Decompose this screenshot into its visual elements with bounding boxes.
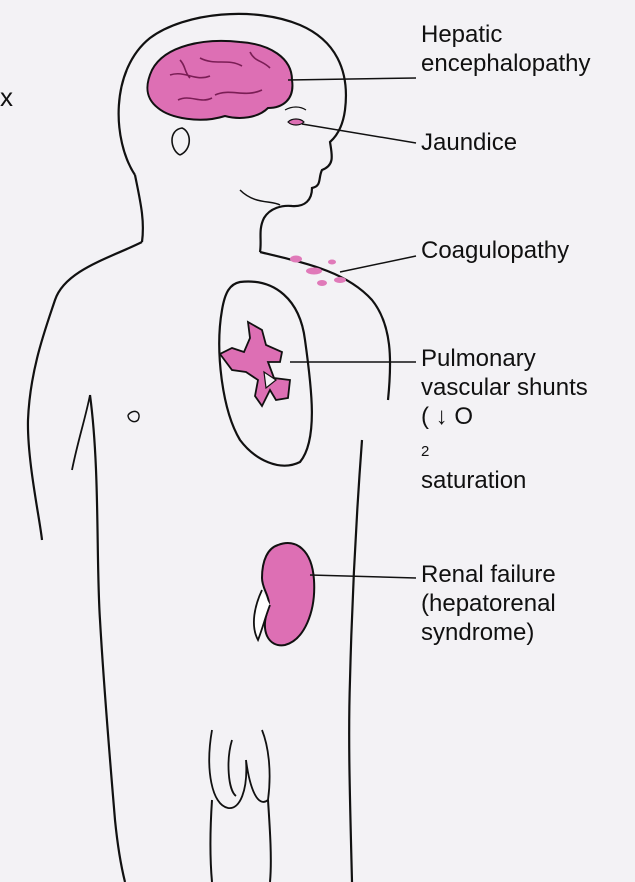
label-hepatic-encephalopathy: Hepatic encephalopathy [421, 20, 590, 78]
eye [288, 119, 304, 125]
brain [147, 41, 292, 120]
stray-x-mark: x [0, 82, 13, 113]
label-coagulopathy-text: Coagulopathy [421, 236, 569, 265]
o2-suffix: saturation [421, 466, 588, 495]
label-renal-line2: (hepatorenal [421, 589, 556, 618]
label-renal-line3: syndrome) [421, 618, 556, 647]
label-pulmonary-line2: vascular shunts [421, 373, 588, 402]
label-pulmonary-line1: Pulmonary [421, 344, 588, 373]
label-hepatic-line1: Hepatic [421, 20, 590, 49]
label-hepatic-line2: encephalopathy [421, 49, 590, 78]
o2-subscript: 2 [421, 443, 429, 460]
label-jaundice-text: Jaundice [421, 128, 517, 157]
label-renal-line1: Renal failure [421, 560, 556, 589]
o2-prefix: ( ↓ O [421, 402, 588, 431]
label-renal-failure: Renal failure (hepatorenal syndrome) [421, 560, 556, 647]
label-pulmonary-vascular-shunts: Pulmonary vascular shunts ( ↓ O 2 saturat… [421, 344, 588, 495]
label-jaundice: Jaundice [421, 128, 517, 157]
label-coagulopathy: Coagulopathy [421, 236, 569, 265]
label-pulmonary-line3: ( ↓ O 2 saturation [421, 402, 588, 495]
